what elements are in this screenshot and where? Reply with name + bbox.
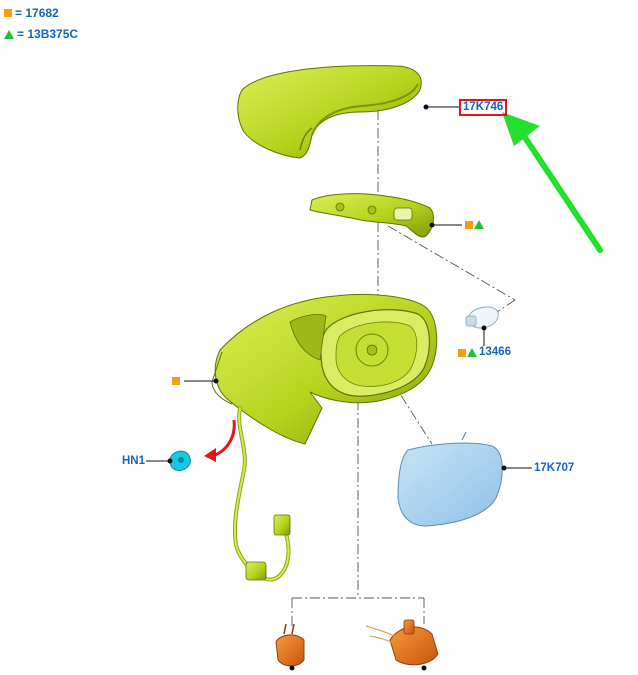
mirror-cover-part[interactable] bbox=[237, 65, 422, 159]
bulb-part[interactable] bbox=[465, 306, 499, 329]
wire-harness-part[interactable] bbox=[232, 406, 291, 582]
callout-hn1-link[interactable]: HN1 bbox=[122, 455, 146, 467]
callout-17k746-link[interactable]: 17K746 bbox=[459, 99, 508, 116]
legend-label: = 17682 bbox=[15, 6, 59, 20]
clip-hn1-part[interactable] bbox=[169, 450, 191, 471]
mirror-housing-part[interactable] bbox=[211, 294, 438, 445]
removal-arrow bbox=[204, 419, 236, 462]
mirror-glass-part[interactable] bbox=[397, 431, 503, 527]
green-triangle-icon bbox=[474, 220, 484, 229]
legend-label: = 13B375C bbox=[17, 27, 79, 41]
connector-left-part[interactable] bbox=[275, 623, 305, 667]
legend-row-13b375c: = 13B375C bbox=[4, 27, 78, 41]
connector-right-part[interactable] bbox=[365, 619, 439, 666]
orange-square-icon bbox=[4, 9, 12, 17]
orange-square-icon bbox=[465, 221, 473, 229]
green-triangle-icon bbox=[4, 29, 14, 39]
orange-square-icon bbox=[458, 349, 466, 357]
legend-row-17682: = 17682 bbox=[4, 6, 59, 20]
highlight-arrow bbox=[502, 112, 603, 253]
callout-17k707-link[interactable]: 17K707 bbox=[534, 462, 575, 474]
green-triangle-icon bbox=[467, 348, 477, 357]
callout-leaders bbox=[146, 104, 532, 671]
orange-square-icon bbox=[172, 377, 180, 385]
mirror-actuator-part[interactable] bbox=[309, 193, 434, 238]
callout-13466-link[interactable]: 13466 bbox=[479, 346, 511, 358]
